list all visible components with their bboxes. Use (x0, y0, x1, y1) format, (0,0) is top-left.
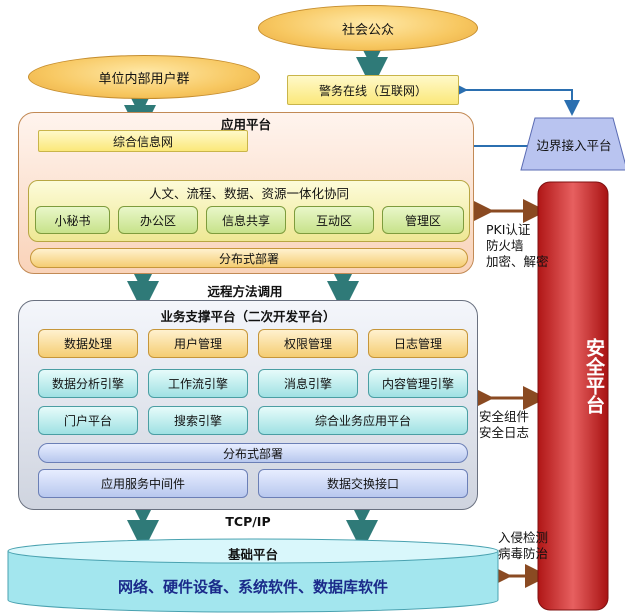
module-interaction[interactable]: 互动区 (294, 206, 374, 234)
intrusion-detection-label: 入侵检测 (498, 530, 549, 545)
biz-item-label: 搜索引擎 (173, 414, 222, 428)
biz-item-label: 消息引擎 (283, 377, 332, 391)
internal-users-label: 单位内部用户群 (98, 71, 190, 87)
module-label: 办公区 (139, 213, 176, 228)
security-side-group-1: PKI认证 防火墙 加密、解密 (486, 222, 549, 270)
biz-item-label: 应用服务中间件 (100, 477, 185, 491)
biz-item-label: 工作流引擎 (167, 377, 228, 391)
module-info-share[interactable]: 信息共享 (206, 206, 286, 234)
collab-title: 人文、流程、数据、资源一体化协同 (148, 186, 349, 201)
remote-call-label: 远程方法调用 (207, 284, 283, 299)
border-platform-shape (520, 117, 625, 171)
biz-item-label: 数据处理 (63, 337, 112, 351)
internal-users-node: 单位内部用户群 (28, 55, 260, 99)
biz-workflow-engine[interactable]: 工作流引擎 (148, 369, 248, 398)
tcpip-label: TCP/IP (225, 514, 271, 529)
biz-item-label: 内容管理引擎 (381, 377, 454, 391)
module-label: 管理区 (404, 213, 441, 228)
module-label: 信息共享 (221, 213, 270, 228)
data-exchange-interface[interactable]: 数据交换接口 (258, 469, 468, 498)
police-online-box: 警务在线（互联网） (287, 75, 459, 105)
module-label: 小秘书 (54, 213, 91, 228)
app-deploy-label: 分布式部署 (218, 251, 279, 266)
module-secretary[interactable]: 小秘书 (35, 206, 110, 234)
base-platform-cylinder (7, 538, 499, 613)
info-net-box: 综合信息网 (38, 130, 248, 152)
line-police-border (452, 82, 580, 116)
biz-permission-management[interactable]: 权限管理 (258, 329, 358, 358)
biz-item-label: 门户平台 (63, 414, 112, 428)
security-side-group-3: 入侵检测 病毒防治 (498, 530, 548, 562)
firewall-label: 防火墙 (486, 238, 524, 253)
biz-item-label: 数据交换接口 (326, 477, 399, 491)
biz-item-label: 用户管理 (173, 337, 222, 351)
module-management[interactable]: 管理区 (382, 206, 464, 234)
biz-item-label: 权限管理 (283, 337, 332, 351)
security-title: 安全平台 (583, 338, 605, 414)
module-label: 互动区 (315, 213, 352, 228)
police-online-label: 警务在线（互联网） (318, 83, 427, 98)
biz-data-processing[interactable]: 数据处理 (38, 329, 138, 358)
pki-label: PKI认证 (486, 222, 531, 237)
antivirus-label: 病毒防治 (498, 546, 549, 561)
app-platform-title: 应用平台 (220, 117, 271, 132)
security-column (537, 181, 609, 611)
biz-log-management[interactable]: 日志管理 (368, 329, 468, 358)
encryption-label: 加密、解密 (486, 254, 549, 269)
base-platform-content: 网络、硬件设备、系统软件、数据库软件 (117, 578, 388, 596)
base-platform-title: 基础平台 (227, 547, 278, 562)
security-log-label: 安全日志 (479, 425, 530, 440)
public-label: 社会公众 (341, 22, 394, 38)
biz-integrated-app-platform[interactable]: 综合业务应用平台 (258, 406, 468, 435)
biz-item-label: 综合业务应用平台 (314, 414, 411, 428)
security-component-label: 安全组件 (479, 409, 530, 424)
biz-user-management[interactable]: 用户管理 (148, 329, 248, 358)
biz-data-analysis-engine[interactable]: 数据分析引擎 (38, 369, 138, 398)
border-platform-node: 边界接入平台 (521, 128, 625, 160)
app-server-middleware[interactable]: 应用服务中间件 (38, 469, 248, 498)
security-side-group-2: 安全组件 安全日志 (479, 409, 529, 441)
biz-deploy-bar: 分布式部署 (38, 443, 468, 463)
biz-portal-platform[interactable]: 门户平台 (38, 406, 138, 435)
module-office[interactable]: 办公区 (118, 206, 198, 234)
biz-item-label: 日志管理 (393, 337, 442, 351)
border-platform-label: 边界接入平台 (536, 137, 612, 153)
app-deploy-bar: 分布式部署 (30, 248, 468, 268)
biz-search-engine[interactable]: 搜索引擎 (148, 406, 248, 435)
public-node: 社会公众 (258, 5, 478, 51)
info-net-label: 综合信息网 (112, 134, 173, 149)
biz-item-label: 数据分析引擎 (51, 377, 124, 391)
biz-platform-title: 业务支撑平台（二次开发平台） (160, 309, 336, 324)
biz-content-management-engine[interactable]: 内容管理引擎 (368, 369, 468, 398)
biz-deploy-label: 分布式部署 (222, 446, 283, 461)
biz-message-engine[interactable]: 消息引擎 (258, 369, 358, 398)
